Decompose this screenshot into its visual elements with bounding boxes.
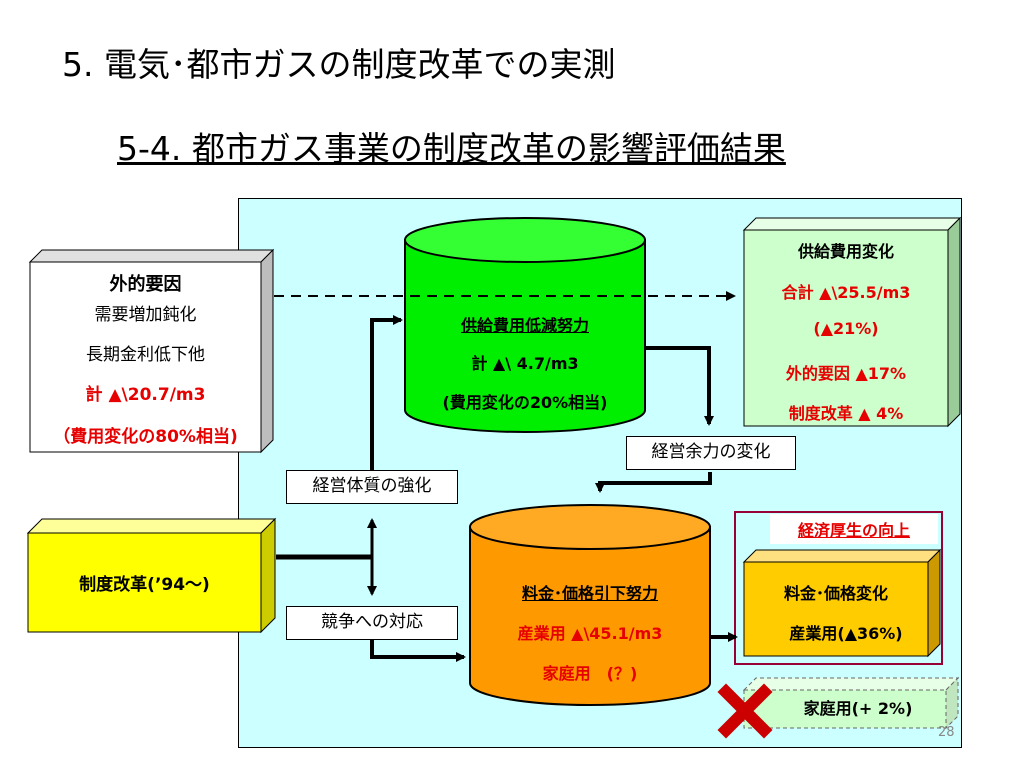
cost-effort-heading: 供給費用低減努力 <box>460 316 589 335</box>
supply-cost-change-reform: 制度改革 ▲ 4% <box>788 404 904 423</box>
cost-effort-share: (費用変化の20%相当) <box>442 393 608 412</box>
reform-text: 制度改革(’94～) <box>28 533 261 632</box>
sub-title: 5-4. 都市ガス事業の制度改革の影響評価結果 <box>117 129 786 168</box>
welfare-heading-bg <box>770 514 938 544</box>
price-effort-industrial: 産業用 ▲\45.1/m3 <box>517 624 663 643</box>
red-x-icon <box>717 683 773 739</box>
price-effort-household: 家庭用 (？) <box>542 664 638 683</box>
external-factor-box <box>28 248 275 454</box>
management-strength-label: 経営体質の強化 <box>286 470 458 504</box>
price-change-industrial: 産業用(▲36%) <box>789 624 903 643</box>
reform-box <box>26 517 277 634</box>
supply-cost-change-text: 供給費用変化 合計 ▲\25.5/m3 (▲21%) 外的要因 ▲17% 制度改… <box>744 230 948 426</box>
price-change-text: 料金･価格変化 産業用(▲36%) <box>744 562 928 656</box>
external-factor-heading: 外的要因 <box>109 274 182 295</box>
cost-effort-total: 計 ▲\ 4.7/m3 <box>471 354 579 373</box>
page-number: 28 <box>938 725 955 740</box>
external-factor-text: 外的要因 需要増加鈍化 長期金利低下他 計 ▲\20.7/m3 （費用変化の80… <box>30 262 261 452</box>
supply-cost-change-total: 合計 ▲\25.5/m3 <box>781 283 911 302</box>
supply-cost-change-external: 外的要因 ▲17% <box>785 364 907 383</box>
external-factor-share: （費用変化の80%相当) <box>53 427 238 447</box>
price-effort-cylinder <box>469 504 711 706</box>
price-effort-heading: 料金･価格引下努力 <box>521 584 658 603</box>
household-box <box>742 676 960 730</box>
main-title: 5. 電気･都市ガスの制度改革での実測 <box>62 45 616 84</box>
supply-cost-change-box <box>742 216 962 428</box>
cost-effort-cylinder <box>404 217 646 433</box>
household-change: 家庭用(+ 2%) <box>803 699 913 718</box>
reform-label: 制度改革(’94～) <box>79 575 210 595</box>
welfare-heading: 経済厚生の向上 <box>797 521 910 540</box>
supply-cost-change-heading: 供給費用変化 <box>797 242 894 261</box>
welfare-frame <box>734 511 943 665</box>
price-change-heading: 料金･価格変化 <box>783 584 888 603</box>
competition-label: 競争への対応 <box>286 606 458 640</box>
external-factor-line2: 長期金利低下他 <box>86 345 205 365</box>
supply-cost-change-pct: (▲21%) <box>813 319 879 338</box>
external-factor-line1: 需要増加鈍化 <box>94 305 197 325</box>
cost-effort-text: 供給費用低減努力 計 ▲\ 4.7/m3 (費用変化の20%相当) <box>405 262 645 422</box>
price-change-box <box>742 548 942 658</box>
price-effort-text: 料金･価格引下努力 産業用 ▲\45.1/m3 家庭用 (？) <box>470 560 710 700</box>
external-factor-total: 計 ▲\20.7/m3 <box>85 385 206 405</box>
management-margin-label: 経営余力の変化 <box>626 436 796 470</box>
